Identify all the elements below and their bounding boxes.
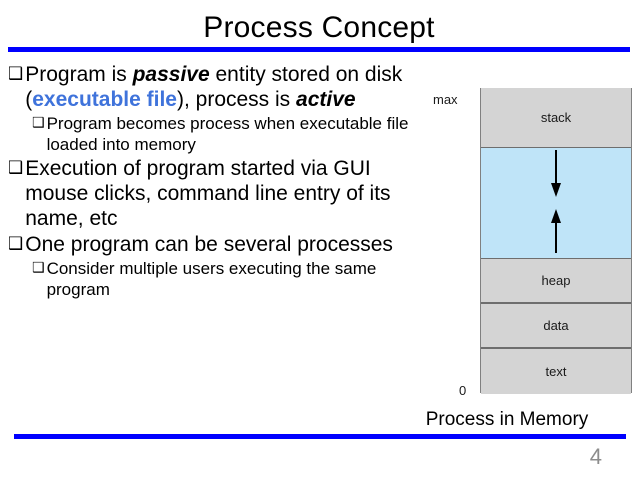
bullet-square-icon: ❑: [8, 64, 24, 84]
bullet-text: Program is passive entity stored on disk…: [25, 62, 438, 112]
bullet-item: ❑Program becomes process when executable…: [32, 113, 438, 155]
memory-segment-free: [481, 148, 631, 258]
bullet-list: ❑Program is passive entity stored on dis…: [8, 62, 438, 301]
bullet-text-segment: One program can be several processes: [25, 233, 393, 256]
diagram-caption: Process in Memory: [425, 409, 589, 430]
bullet-text-segment: ), process is: [176, 88, 297, 111]
bullet-item: ❑Program is passive entity stored on dis…: [8, 62, 438, 112]
bullet-text-segment: passive: [132, 63, 210, 86]
bullet-text: Execution of program started via GUI mou…: [25, 156, 438, 231]
memory-segment-stack-label: stack: [540, 110, 572, 125]
arrow-down-icon: [549, 150, 563, 203]
bullet-square-icon: ❑: [32, 115, 45, 131]
memory-top-address-label: max: [433, 92, 458, 107]
bullet-text-segment: executable file: [32, 88, 177, 111]
bullet-item: ❑Execution of program started via GUI mo…: [8, 156, 438, 231]
bullet-text-segment: Consider multiple users executing the sa…: [46, 259, 377, 299]
bullet-text: Consider multiple users executing the sa…: [47, 258, 438, 300]
memory-segment-heap: heap: [481, 258, 631, 303]
bullet-square-icon: ❑: [32, 260, 45, 276]
memory-segment-data-label: data: [543, 318, 569, 333]
bullet-square-icon: ❑: [8, 234, 24, 254]
process-memory-diagram: stack heap data text: [480, 88, 632, 394]
memory-segment-heap-label: heap: [541, 273, 571, 288]
footer-divider: [14, 434, 626, 439]
memory-bottom-address-label: 0: [459, 383, 467, 398]
bullet-item: ❑One program can be several processes: [8, 232, 438, 257]
memory-segment-stack: stack: [481, 88, 631, 148]
page-number: 4: [589, 444, 602, 469]
bullet-text-segment: active: [296, 88, 356, 111]
bullet-text: Program becomes process when executable …: [47, 113, 438, 155]
bullet-text-segment: entity stored on disk (: [25, 63, 403, 111]
arrow-up-icon: [549, 209, 563, 258]
memory-segment-data: data: [481, 303, 631, 348]
bullet-square-icon: ❑: [8, 158, 24, 178]
title-divider: [8, 47, 630, 52]
memory-segment-text: text: [481, 348, 631, 394]
page-title: Process Concept: [203, 11, 435, 44]
bullet-item: ❑Consider multiple users executing the s…: [32, 258, 438, 300]
bullet-text-segment: Program is: [25, 63, 133, 86]
bullet-text: One program can be several processes: [25, 232, 438, 257]
bullet-text-segment: Execution of program started via GUI mou…: [25, 157, 391, 230]
bullet-text-segment: Program becomes process when executable …: [46, 114, 409, 154]
memory-segment-text-label: text: [545, 364, 567, 379]
